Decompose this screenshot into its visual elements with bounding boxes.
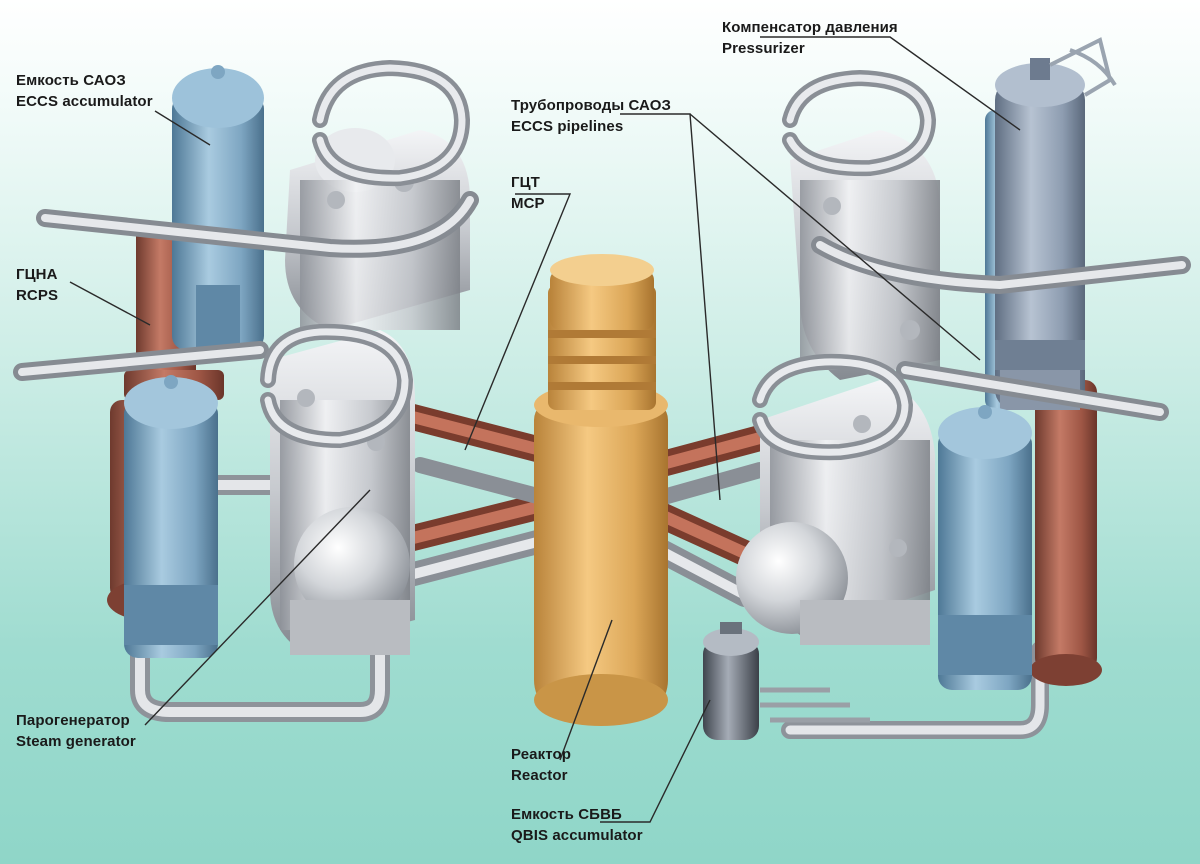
- label-steam-generator: Парогенератор Steam generator: [16, 710, 136, 752]
- label-mcp-ru: ГЦТ: [511, 174, 540, 191]
- eccs-loops-front: [260, 323, 914, 461]
- label-mcp-en: MCP: [511, 195, 545, 212]
- label-qbis-accumulator-ru: Емкость СБВБ: [511, 806, 622, 823]
- leader-mcp: [464, 193, 572, 451]
- label-mcp: ГЦТ MCP: [511, 172, 545, 214]
- label-qbis-accumulator: Емкость СБВБ QBIS accumulator: [511, 804, 643, 846]
- eccs-loops-back: [312, 59, 937, 187]
- label-reactor-en: Reactor: [511, 767, 568, 784]
- label-qbis-accumulator-en: QBIS accumulator: [511, 827, 643, 844]
- label-steam-generator-ru: Парогенератор: [16, 712, 130, 729]
- label-reactor: Реактор Reactor: [511, 744, 571, 786]
- label-eccs-pipelines: Трубопроводы САОЗ ECCS pipelines: [511, 95, 671, 137]
- eccs-accumulator-front-right: [938, 405, 1032, 690]
- label-eccs-accumulator-en: ECCS accumulator: [16, 93, 153, 110]
- long-pipes: [13, 191, 1191, 421]
- qbis-accumulator: [703, 622, 870, 740]
- label-eccs-accumulator: Емкость САОЗ ECCS accumulator: [16, 70, 153, 112]
- leader-steam-generator: [144, 489, 371, 726]
- label-reactor-ru: Реактор: [511, 746, 571, 763]
- leader-reactor: [559, 619, 613, 761]
- back-piping: [130, 475, 1049, 739]
- label-pressurizer-en: Pressurizer: [722, 40, 805, 57]
- pressurizer: [985, 37, 1117, 410]
- label-eccs-pipelines-ru: Трубопроводы САОЗ: [511, 97, 672, 114]
- label-rcps: ГЦНА RCPS: [16, 264, 58, 306]
- eccs-accumulator-front-left: [124, 375, 218, 658]
- label-rcps-en: RCPS: [16, 287, 59, 304]
- leader-rcps: [69, 281, 151, 326]
- label-pressurizer-ru: Компенсатор давления: [722, 19, 898, 36]
- reactor-vessel: [534, 254, 668, 726]
- label-eccs-accumulator-ru: Емкость САОЗ: [16, 72, 126, 89]
- label-eccs-pipelines-en: ECCS pipelines: [511, 118, 624, 135]
- label-pressurizer: Компенсатор давления Pressurizer: [722, 17, 898, 59]
- label-steam-generator-en: Steam generator: [16, 733, 136, 750]
- leader-qbis: [600, 699, 711, 823]
- steam-generator-front-left: [270, 330, 415, 655]
- eccs-accumulator-back-left: [172, 65, 264, 355]
- leader-pressurizer: [760, 36, 1021, 131]
- leader-eccs-accumulator: [154, 110, 211, 146]
- leader-eccs-pipelines-2: [689, 113, 981, 361]
- rcps-pump-right: [1030, 380, 1102, 686]
- label-rcps-ru: ГЦНА: [16, 266, 58, 283]
- leader-lines: [69, 36, 1021, 823]
